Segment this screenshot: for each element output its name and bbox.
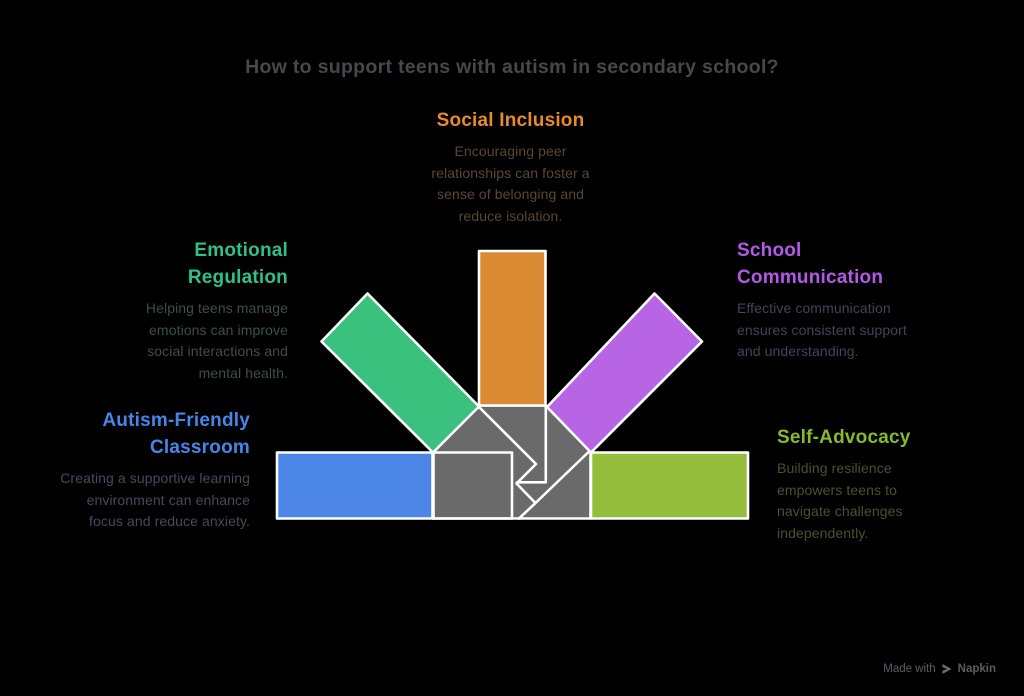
napkin-brand-label: Napkin [957,663,996,675]
made-with-label: Made with [883,663,936,675]
section-autism-friendly-classroom: Autism-Friendly Classroom Creating a sup… [60,407,250,533]
section-description: Effective communication ensures consiste… [737,300,907,359]
ribbon-self-advocacy [589,451,750,520]
center-gray-square-outline [432,451,514,520]
section-description: Helping teens manage emotions can improv… [145,300,288,381]
section-emotional-regulation: Emotional Regulation Helping teens manag… [113,237,288,384]
section-heading: Emotional Regulation [187,240,288,288]
center-arrow-seams [477,404,590,520]
ribbon-emotional-regulation [320,292,481,454]
section-description: Building resilience empowers teens to na… [777,460,903,541]
ribbon-school-communication [545,292,704,454]
section-social-inclusion: Social Inclusion Encouraging peer relati… [418,107,603,227]
section-description: Creating a supportive learning environme… [60,470,250,529]
ribbon-social-inclusion [477,249,547,407]
section-heading: Autism-Friendly Classroom [102,410,250,458]
section-heading: Self-Advocacy [777,427,911,448]
section-heading: Social Inclusion [436,110,585,131]
made-with-napkin-watermark: Made with Napkin [883,663,996,675]
napkin-logo-icon [942,664,952,674]
section-description: Encouraging peer relationships can foste… [431,143,590,224]
section-self-advocacy: Self-Advocacy Building resilience empowe… [777,424,947,544]
section-heading: School Communication [737,240,884,288]
section-school-communication: School Communication Effective communica… [737,237,907,363]
ribbon-autism-friendly-classroom [275,451,434,520]
page-title: How to support teens with autism in seco… [245,56,779,78]
